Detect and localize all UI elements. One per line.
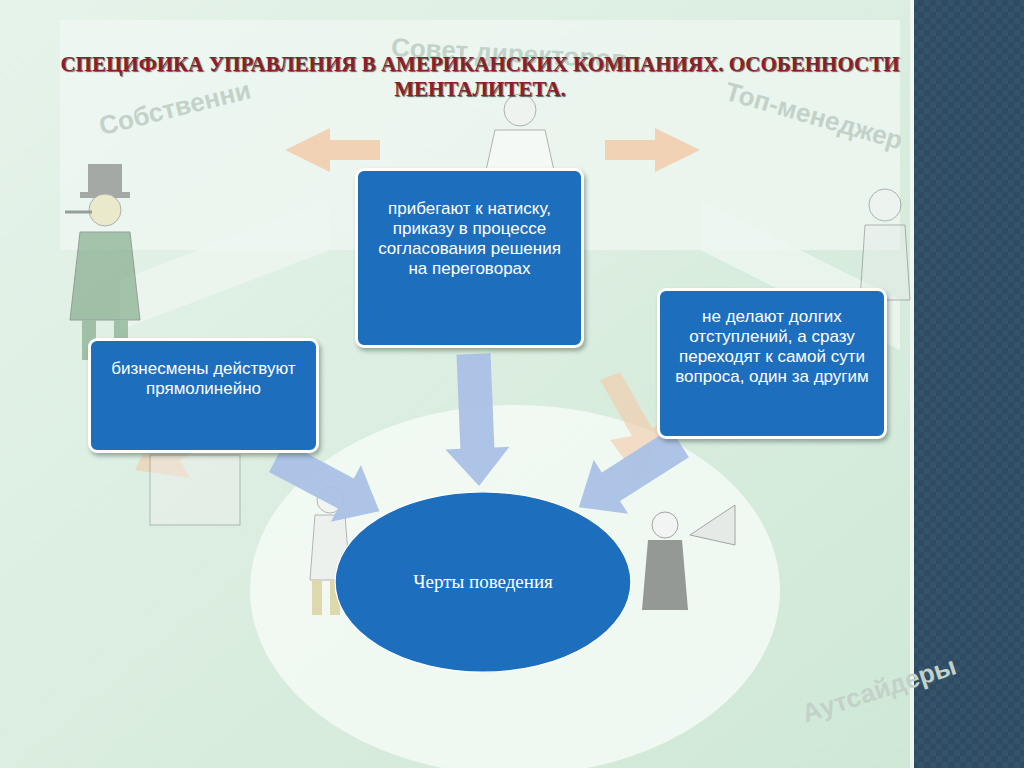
slide-ground: [0, 0, 914, 768]
side-panel: [914, 0, 1024, 768]
scene-circle: [250, 405, 780, 768]
block-arrow: [579, 429, 689, 514]
figure-owner: [65, 164, 140, 360]
figure-left: [150, 455, 240, 525]
block-arrow: [269, 442, 379, 522]
central-ellipse: Черты поведения: [333, 490, 633, 674]
faded-arrow: [605, 128, 700, 172]
slide-title: СПЕЦИФИКА УПРАВЛЕНИЯ В АМЕРИКАНСКИХ КОМП…: [40, 52, 920, 102]
figure-manager: [860, 189, 910, 300]
block-arrow: [445, 353, 509, 486]
scene-ray: [120, 200, 330, 330]
faded-arrow: [285, 128, 380, 172]
node-text: не делают долгих отступлений, а сразу пе…: [672, 307, 872, 387]
trait-box: не делают долгих отступлений, а сразу пе…: [657, 288, 887, 439]
trait-box: бизнесмены действуют прямолинейно: [88, 338, 319, 453]
trait-box: прибегают к натиску, приказу в процессе …: [355, 168, 584, 348]
figure-director: [485, 94, 555, 175]
node-text: прибегают к натиску, приказу в процессе …: [370, 199, 569, 279]
node-text: Черты поведения: [413, 572, 553, 592]
figure-speaker: [642, 505, 735, 610]
panel-edge: [910, 0, 914, 768]
node-text: бизнесмены действуют прямолинейно: [103, 359, 304, 399]
